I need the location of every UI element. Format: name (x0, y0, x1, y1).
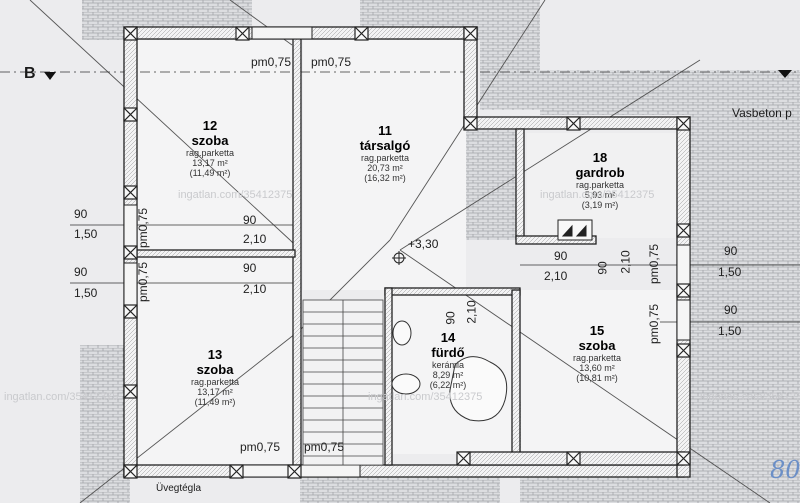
room-area: 13,17 m² (192, 158, 228, 168)
parapet-label: pm0,75 (251, 55, 292, 69)
room-number: 13 (207, 347, 223, 362)
room-floors (137, 40, 677, 465)
dim-door-height-vertical: 2,10 (464, 300, 479, 324)
room-name: szoba (196, 362, 234, 377)
room-13-label: 13 szoba rag.parketta 13,17 m² (11,49 m²… (175, 347, 255, 407)
dim-door-height: 2,10 (243, 232, 267, 246)
dim-door-height: 2,10 (243, 282, 267, 296)
staircase (302, 299, 384, 466)
room-14-label: 14 fürdő kerámia 8,29 m² (6,22 m²) (408, 330, 488, 390)
room-area: 20,73 m² (367, 163, 403, 173)
room-area-alt: (6,22 m²) (429, 380, 467, 390)
dim-window-height: 1,50 (74, 286, 98, 300)
dim-door-height: 2,10 (544, 269, 568, 283)
parapet-label: pm0,75 (240, 440, 281, 454)
parapet-label: pm0,75 (136, 261, 150, 302)
room-floor: rag.parketta (572, 353, 622, 363)
watermark: ingatlan.com/35412375 (368, 391, 483, 403)
room-number: 14 (440, 330, 456, 345)
dim-window-height: 1,50 (718, 265, 742, 279)
room-floor: rag.parketta (360, 153, 410, 163)
room-floor: kerámia (431, 360, 464, 370)
parapet-label: pm0,75 (311, 55, 352, 69)
room-area: 5,93 m² (584, 190, 616, 200)
handwritten-number: 80 (770, 456, 800, 484)
room-number: 12 (202, 118, 218, 133)
room-area: 8,29 m² (432, 370, 464, 380)
room-area-alt: (16,32 m²) (364, 173, 406, 183)
room-12-label: 12 szoba rag.parketta 13,17 m² (11,49 m²… (170, 118, 250, 178)
room-area-alt: (3,19 m²) (581, 200, 619, 210)
parapet-label: pm0,75 (647, 243, 661, 284)
level-mark: +3,30 (408, 237, 439, 251)
room-floor: rag.parketta (185, 148, 235, 158)
dim-door-height-vertical: 2,10 (618, 250, 633, 274)
section-arrows (44, 70, 792, 80)
dim-window-width: 90 (724, 303, 738, 317)
room-name: szoba (191, 133, 229, 148)
dim-window-height: 1,50 (718, 324, 742, 338)
dim-door-width-vertical: 90 (595, 261, 610, 275)
dim-window-width: 90 (74, 265, 88, 279)
structural-columns (123, 26, 691, 479)
watermark: ingatlan.com/35412375 (540, 189, 655, 201)
dim-window-width: 90 (724, 244, 738, 258)
level-marker-symbol (392, 251, 406, 265)
section-marker-letter: B (24, 65, 36, 82)
roof-tiles (80, 0, 800, 503)
material-note: Üvegtégla (156, 483, 202, 494)
room-number: 15 (589, 323, 605, 338)
wardrobe-unit (557, 219, 593, 241)
dim-door-width-vertical: 90 (443, 311, 458, 325)
dim-window-height: 1,50 (74, 227, 98, 241)
room-15-label: 15 szoba rag.parketta 13,60 m² (10,81 m²… (557, 323, 637, 383)
room-name: szoba (578, 338, 616, 353)
watermark: ingatlan.com/35412375 (4, 391, 119, 403)
parapet-label: pm0,75 (647, 303, 661, 344)
bathroom-fixtures (391, 320, 508, 422)
room-area: 13,17 m² (197, 387, 233, 397)
room-18-label: 18 gardrob rag.parketta 5,93 m² (3,19 m²… (560, 150, 640, 210)
dimension-lines (70, 224, 800, 323)
watermark: ingatlan.com/35412375 (178, 189, 293, 201)
dim-door-width: 90 (243, 213, 257, 227)
room-number: 18 (592, 150, 608, 165)
section-marker-b: B (24, 66, 36, 82)
watermark: ingatlan.com/35412375 (700, 391, 800, 403)
dim-window-width: 90 (74, 207, 88, 221)
room-area-alt: (10,81 m²) (576, 373, 618, 383)
room-floor: rag.parketta (575, 180, 625, 190)
dim-door-width: 90 (243, 261, 257, 275)
room-area: 13,60 m² (579, 363, 615, 373)
note-right: Vasbeton p (732, 106, 792, 120)
parapet-label: pm0,75 (304, 440, 345, 454)
room-number: 11 (378, 123, 392, 138)
room-floor: rag.parketta (190, 377, 240, 387)
room-name: fürdő (431, 345, 465, 360)
room-area-alt: (11,49 m²) (189, 168, 231, 178)
dim-door-width: 90 (554, 249, 568, 263)
room-name: gardrob (575, 165, 625, 180)
parapet-label: pm0,75 (136, 207, 150, 248)
room-11-label: 11 társalgó rag.parketta 20,73 m² (16,32… (345, 123, 425, 183)
room-area-alt: (11,49 m²) (194, 397, 236, 407)
room-name: társalgó (359, 138, 411, 153)
